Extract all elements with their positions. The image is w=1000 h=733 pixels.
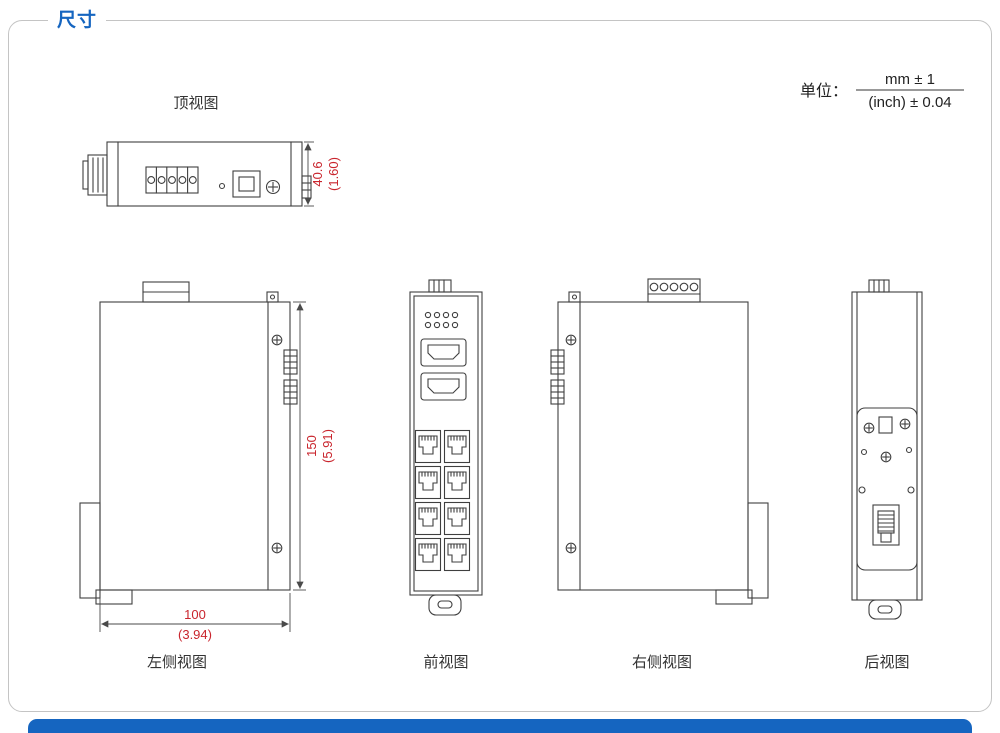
- right-side-view-drawing: [550, 278, 769, 605]
- left-view-screw-icon: [271, 334, 283, 346]
- right-view-screw-icon: [565, 542, 577, 554]
- rj45-port: [414, 429, 442, 464]
- top-view-reset-hole: [218, 182, 226, 190]
- unit-mm: mm ± 1: [885, 71, 935, 88]
- rj45-port: [443, 465, 471, 500]
- front-view-label: 前视图: [423, 654, 468, 671]
- left-view-label: 左侧视图: [147, 654, 207, 671]
- top-view-terminal-block: [145, 166, 199, 194]
- rear-view-din-plate: [856, 407, 918, 571]
- dim-top-height-mm: 40.6: [310, 161, 325, 186]
- top-view-screw-icon: [265, 179, 281, 195]
- top-view-drawing: [82, 141, 312, 207]
- rear-view-mount-tab: [868, 599, 902, 620]
- rj45-port: [414, 501, 442, 536]
- dim-body-height-mm: 150: [304, 435, 319, 457]
- sfp-port: [420, 372, 467, 401]
- dim-body-height-inch: (5.91): [320, 429, 335, 463]
- right-view-screw-icon: [565, 334, 577, 346]
- left-view-top-screw-mount: [266, 291, 279, 303]
- dim-top-height-inch: (1.60): [326, 157, 341, 191]
- front-view-top-connector: [428, 279, 452, 293]
- top-view-label: 顶视图: [173, 95, 218, 112]
- right-view-top-screw-mount: [568, 291, 581, 303]
- rear-view-spring-clip: [872, 504, 900, 546]
- rear-view-screw-icon: [863, 422, 875, 434]
- rear-view-drawing: [851, 279, 923, 620]
- top-view-sfp-connector: [82, 154, 108, 196]
- rj45-port: [443, 429, 471, 464]
- page-title: 尺寸: [48, 5, 107, 32]
- left-view-din-rail: [79, 502, 133, 605]
- left-view-screw-icon: [271, 542, 283, 554]
- top-view-rj45-console: [232, 170, 261, 198]
- annotations: 顶视图 左侧视图 前视图 右侧视图 后视图 单位： mm ± 1 (inch) …: [147, 71, 964, 671]
- rear-view-screw-icon: [899, 418, 911, 430]
- rear-view-screw-icon: [880, 451, 892, 463]
- rj45-port: [414, 465, 442, 500]
- front-view-drawing: [409, 279, 483, 616]
- front-view-leds: [424, 311, 459, 329]
- rj45-port: [414, 537, 442, 572]
- unit-inch: (inch) ± 0.04: [868, 94, 951, 111]
- unit-label: 单位：: [800, 82, 848, 100]
- bottom-accent-bar: [28, 719, 972, 733]
- dimension-lines: [99, 141, 314, 632]
- dim-body-width-mm: 100: [184, 607, 206, 622]
- right-view-label: 右侧视图: [632, 654, 692, 671]
- left-side-view-drawing: [79, 281, 298, 605]
- right-view-terminal-block: [647, 278, 701, 303]
- rj45-port: [443, 501, 471, 536]
- rj45-port: [443, 537, 471, 572]
- page-frame: [8, 20, 992, 712]
- right-view-din-rail: [715, 502, 769, 605]
- rear-view-top-connector: [868, 279, 890, 293]
- dim-body-width-inch: (3.94): [178, 627, 212, 642]
- sfp-port: [420, 338, 467, 367]
- left-view-top-clip: [142, 281, 190, 303]
- front-view-mount-tab: [428, 594, 462, 616]
- rear-view-label: 后视图: [864, 654, 909, 671]
